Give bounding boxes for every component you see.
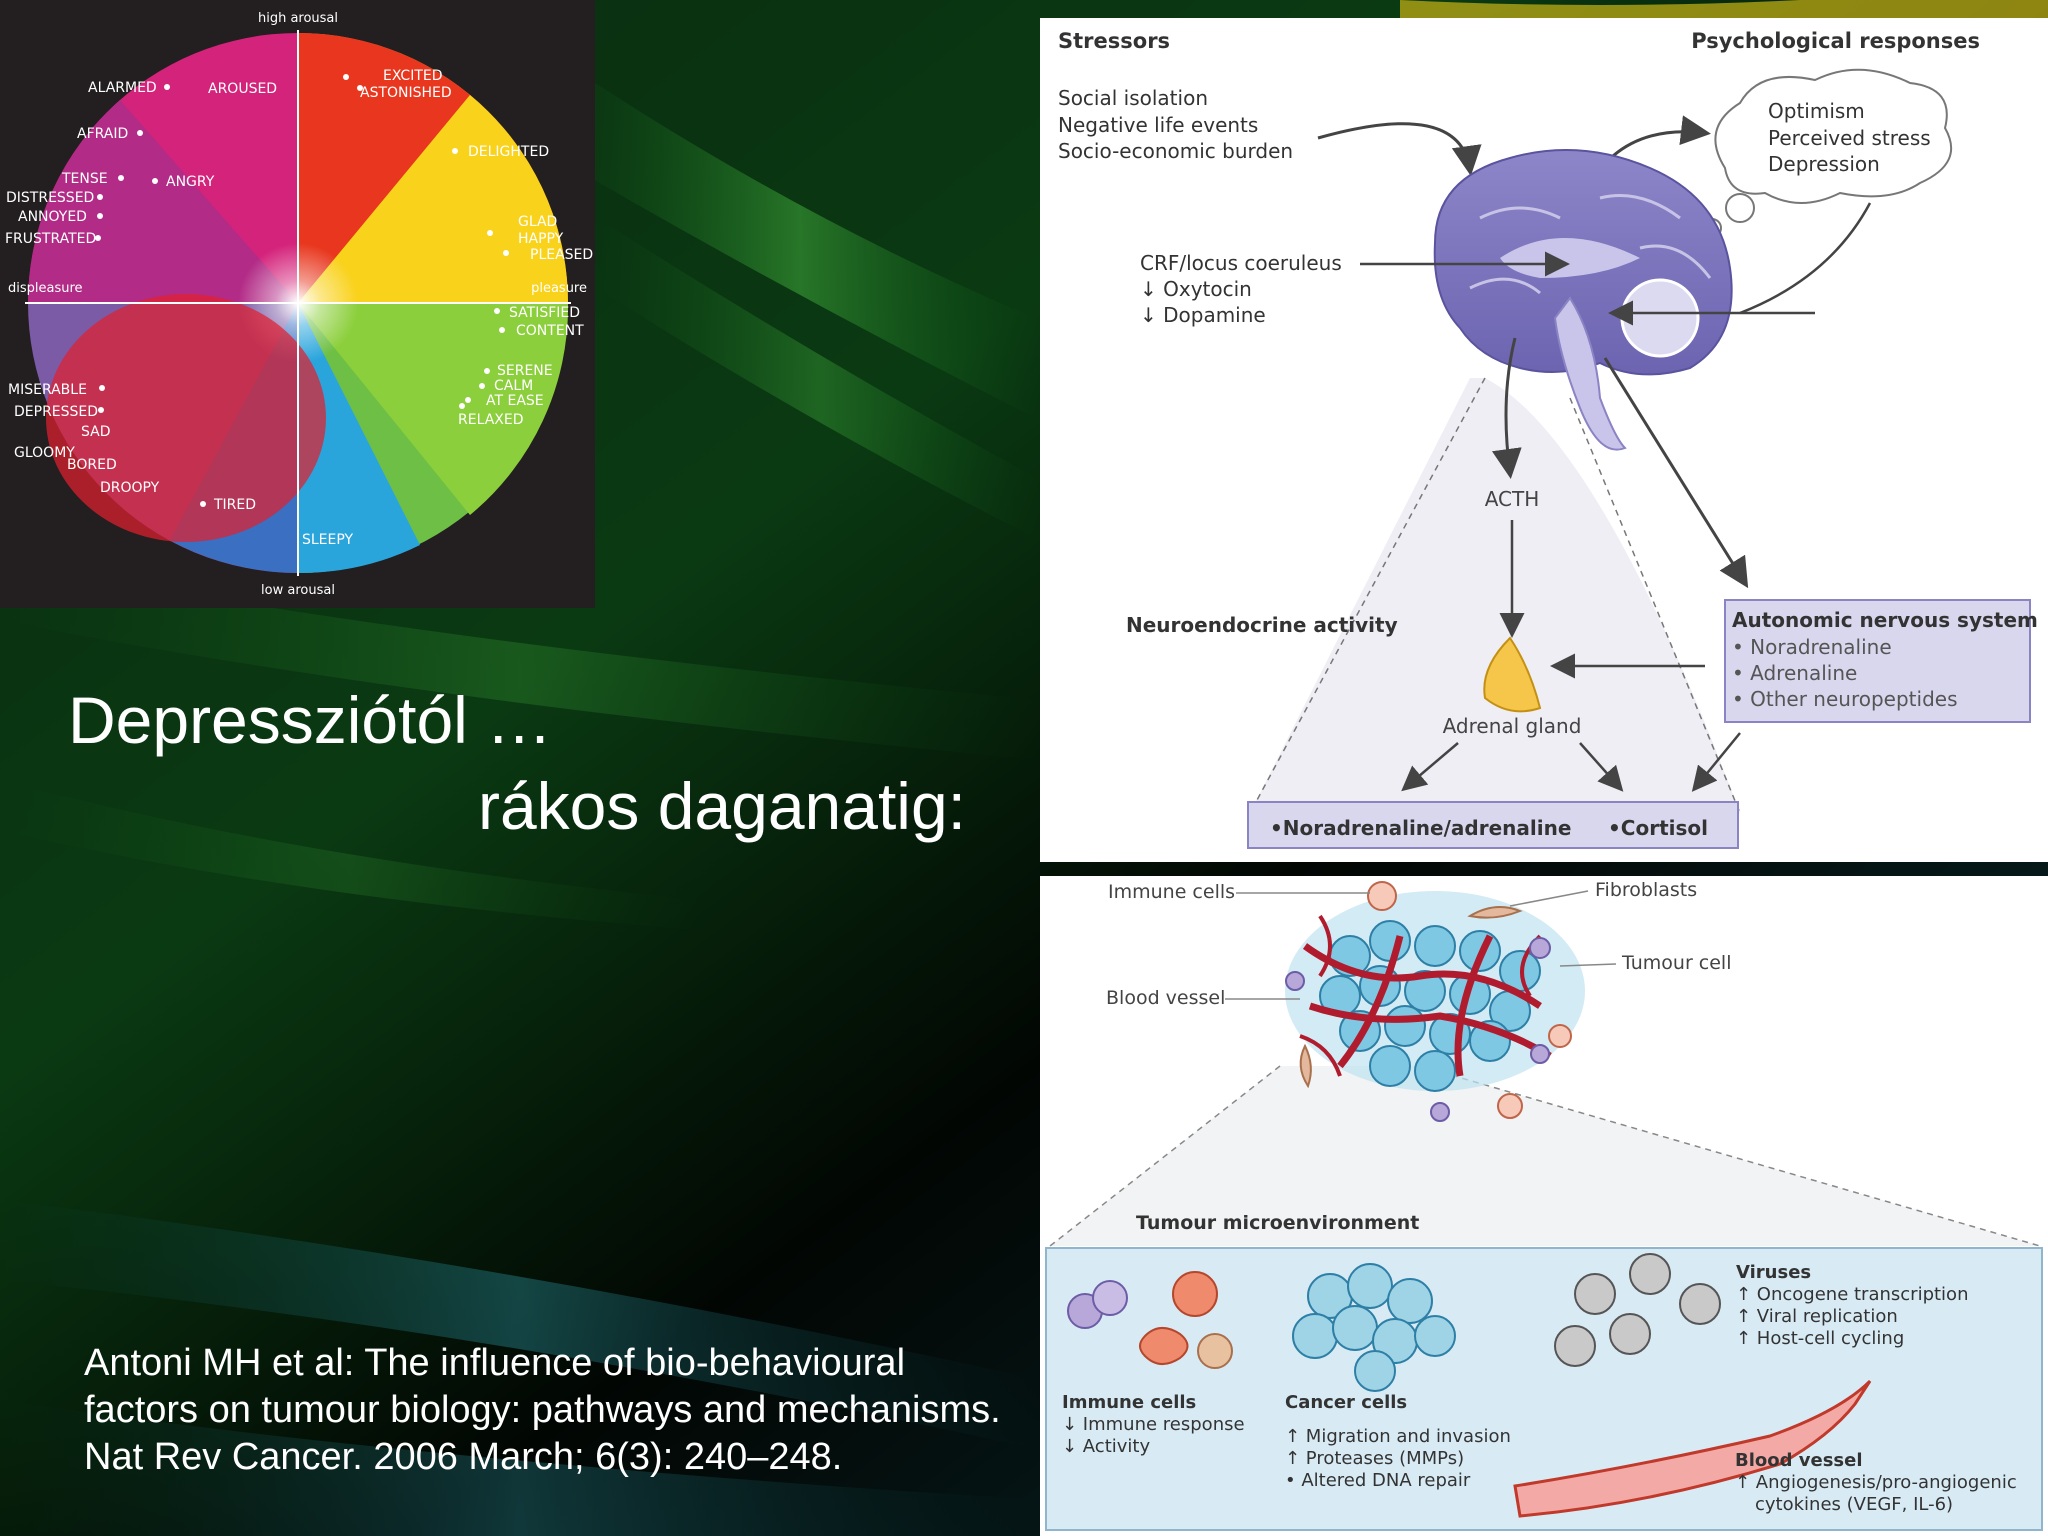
emotion-annoyed: ANNOYED bbox=[18, 209, 87, 225]
tumour-illustration bbox=[1285, 881, 1585, 1122]
cancer-item: • Altered DNA repair bbox=[1285, 1470, 1471, 1491]
reference-citation: Antoni MH et al: The influence of bio-be… bbox=[84, 1340, 1001, 1481]
reference-line: Nat Rev Cancer. 2006 March; 6(3): 240–24… bbox=[84, 1436, 843, 1478]
thought-bubble: Optimism Perceived stress Depression bbox=[1702, 68, 1953, 238]
axis-pleasure: pleasure bbox=[531, 281, 587, 296]
crf-label: CRF/locus coeruleus bbox=[1140, 251, 1342, 275]
emotion-bored: BORED bbox=[67, 457, 117, 473]
emotion-at-ease: AT EASE bbox=[486, 393, 544, 409]
axis-high-arousal: high arousal bbox=[258, 11, 338, 26]
label-blood-vessel: Blood vessel bbox=[1106, 987, 1225, 1009]
immune-item: ↓ Activity bbox=[1062, 1436, 1150, 1457]
psych-item: Depression bbox=[1768, 152, 1880, 176]
stressors-heading: Stressors bbox=[1058, 29, 1170, 53]
psych-item: Perceived stress bbox=[1768, 126, 1931, 150]
viruses-item: ↑ Host-cell cycling bbox=[1736, 1328, 1904, 1349]
emotion-angry: ANGRY bbox=[166, 174, 215, 190]
emotion-distressed: DISTRESSED bbox=[6, 190, 94, 206]
label-fibroblasts: Fibroblasts bbox=[1595, 879, 1697, 901]
emotion-relaxed: RELAXED bbox=[458, 412, 524, 428]
vessel-heading: Blood vessel bbox=[1735, 1450, 1863, 1471]
ans-item: • Adrenaline bbox=[1732, 661, 1857, 685]
viruses-item: ↑ Oncogene transcription bbox=[1736, 1284, 1968, 1305]
emotion-alarmed: ALARMED bbox=[88, 80, 157, 96]
stressor-item: Socio-economic burden bbox=[1058, 139, 1293, 163]
output-cortisol: •Cortisol bbox=[1608, 816, 1708, 840]
virus-illustration bbox=[1554, 1253, 1721, 1367]
emotion-sleepy: SLEEPY bbox=[302, 532, 354, 548]
cancer-cells-illustration bbox=[1292, 1263, 1456, 1392]
emotion-calm: CALM bbox=[494, 378, 533, 394]
crf-item: ↓ Dopamine bbox=[1140, 303, 1266, 327]
emotion-depressed: DEPRESSED bbox=[14, 404, 98, 420]
emotion-wheel-panel: high arousal low arousal displeasure ple… bbox=[0, 0, 595, 608]
tumour-figure: Immune cells Fibroblasts Tumour cell Blo… bbox=[1040, 876, 2048, 1536]
slide-title-line2: rákos daganatig: bbox=[478, 769, 967, 843]
emotion-gloomy: GLOOMY bbox=[14, 445, 75, 461]
immune-item: ↓ Immune response bbox=[1062, 1414, 1245, 1435]
emotion-afraid: AFRAID bbox=[77, 126, 128, 142]
axis-low-arousal: low arousal bbox=[261, 583, 335, 598]
cancer-heading: Cancer cells bbox=[1285, 1392, 1407, 1413]
emotion-aroused: AROUSED bbox=[208, 81, 277, 97]
stressor-item: Social isolation bbox=[1058, 86, 1208, 110]
adrenal-gland-icon bbox=[1483, 636, 1542, 713]
emotion-sad: SAD bbox=[81, 424, 111, 440]
ans-heading: Autonomic nervous system bbox=[1732, 608, 2038, 632]
brain-illustration bbox=[1433, 149, 1733, 451]
emotion-frustrated: FRUSTRATED bbox=[5, 231, 96, 247]
emotion-astonished: ASTONISHED bbox=[360, 85, 452, 101]
psych-heading: Psychological responses bbox=[1691, 29, 1980, 53]
immune-heading: Immune cells bbox=[1062, 1392, 1196, 1413]
emotion-serene: SERENE bbox=[497, 363, 553, 379]
label-immune-cells: Immune cells bbox=[1108, 881, 1235, 903]
slide-title-line1: Depressziótól … bbox=[68, 683, 553, 757]
blood-vessel-icon bbox=[1513, 1379, 1872, 1518]
micro-heading: Tumour microenvironment bbox=[1136, 1212, 1419, 1234]
stress-pathway-figure: Stressors Psychological responses Social… bbox=[1040, 18, 2048, 862]
acth-label: ACTH bbox=[1485, 487, 1540, 511]
emotion-happy: HAPPY bbox=[518, 231, 564, 247]
emotion-tense: TENSE bbox=[61, 171, 108, 187]
reference-line: factors on tumour biology: pathways and … bbox=[84, 1389, 1001, 1431]
vessel-item: ↑ Angiogenesis/pro-angiogenic bbox=[1735, 1472, 2017, 1493]
emotion-content: CONTENT bbox=[516, 323, 584, 339]
ans-item: • Noradrenaline bbox=[1732, 635, 1892, 659]
stressor-item: Negative life events bbox=[1058, 113, 1258, 137]
adrenal-label: Adrenal gland bbox=[1443, 714, 1582, 738]
crf-item: ↓ Oxytocin bbox=[1140, 277, 1252, 301]
neuroendocrine-label: Neuroendocrine activity bbox=[1126, 613, 1398, 637]
emotion-satisfied: SATISFIED bbox=[509, 305, 580, 321]
vessel-item: cytokines (VEGF, IL-6) bbox=[1755, 1494, 1953, 1515]
immune-cells-illustration bbox=[1067, 1271, 1233, 1369]
ans-item: • Other neuropeptides bbox=[1732, 687, 1958, 711]
cancer-item: ↑ Migration and invasion bbox=[1285, 1426, 1511, 1447]
emotion-droopy: DROOPY bbox=[100, 480, 160, 496]
emotion-glad: GLAD bbox=[518, 214, 557, 230]
emotion-tired: TIRED bbox=[213, 497, 256, 513]
viruses-heading: Viruses bbox=[1736, 1262, 1811, 1283]
output-noradrenaline: •Noradrenaline/adrenaline bbox=[1270, 816, 1571, 840]
ans-box: Autonomic nervous system • Noradrenaline… bbox=[1724, 599, 2038, 723]
label-tumour-cell: Tumour cell bbox=[1621, 952, 1731, 974]
cancer-item: ↑ Proteases (MMPs) bbox=[1285, 1448, 1464, 1469]
emotion-pleased: PLEASED bbox=[530, 247, 593, 263]
emotion-wheel: high arousal low arousal displeasure ple… bbox=[5, 11, 593, 598]
reference-line: Antoni MH et al: The influence of bio-be… bbox=[84, 1342, 906, 1384]
psych-item: Optimism bbox=[1768, 99, 1865, 123]
axis-displeasure: displeasure bbox=[8, 281, 83, 296]
emotion-delighted: DELIGHTED bbox=[468, 144, 549, 160]
viruses-item: ↑ Viral replication bbox=[1736, 1306, 1898, 1327]
emotion-miserable: MISERABLE bbox=[8, 382, 87, 398]
emotion-excited: EXCITED bbox=[383, 68, 443, 84]
